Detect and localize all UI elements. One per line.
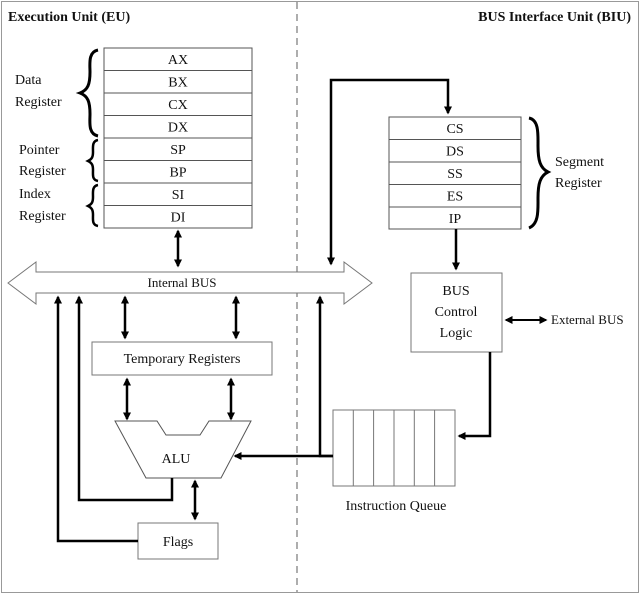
data-register-label-line1: Data: [15, 73, 42, 88]
bus-control-logic-line1: BUS: [442, 284, 469, 299]
register-cs: CS: [446, 122, 463, 137]
register-es: ES: [447, 190, 463, 205]
internal-bus: Internal BUS: [7, 261, 373, 305]
index-register-label-line2: Register: [19, 209, 66, 224]
alu-label: ALU: [162, 452, 191, 467]
internal-bus-arrow: [7, 261, 373, 305]
bus-control-logic-line2: Control: [435, 305, 478, 320]
connectors: [54, 78, 548, 543]
flags-box: [137, 522, 219, 560]
eu-register-stack: AX BX CX DX SP BP SI DI: [103, 47, 253, 229]
register-ax: AX: [168, 53, 188, 68]
bus-segment-arrow: [327, 78, 452, 266]
bcl-queue-arrow: [457, 352, 492, 440]
biu-title: BUS Interface Unit (BIU): [478, 10, 631, 25]
pointer-register-label-line2: Register: [19, 164, 66, 179]
flags-bus-arrow: [54, 295, 138, 543]
register-bx: BX: [168, 76, 187, 91]
segment-register-brace: [528, 116, 552, 230]
internal-bus-label: Internal BUS: [148, 275, 217, 290]
register-sp: SP: [170, 143, 186, 158]
instruction-queue-label: Instruction Queue: [346, 499, 447, 514]
segment-register-stack: CS DS SS ES IP Segment Register: [388, 116, 604, 230]
register-ip: IP: [449, 212, 462, 227]
index-register-label-line1: Index: [19, 187, 51, 202]
eu-title: Execution Unit (EU): [8, 10, 130, 25]
queue-bus-arrow: [316, 295, 333, 458]
alu-output-arrow: [75, 295, 174, 502]
register-ds: DS: [446, 145, 464, 160]
pointer-register-brace: [85, 138, 99, 183]
register-dx: DX: [168, 121, 188, 136]
register-cx: CX: [168, 98, 187, 113]
segment-register-label-line2: Register: [555, 176, 602, 191]
bus-control-logic-box: [410, 272, 503, 353]
index-register-brace: [85, 183, 99, 228]
temporary-registers-label: Temporary Registers: [124, 352, 241, 367]
pointer-register-label-line1: Pointer: [19, 143, 60, 158]
data-register-brace: [75, 48, 99, 138]
eu-group-labels: Data Register Pointer Register Index Reg…: [15, 48, 99, 228]
register-di: DI: [171, 211, 186, 226]
register-si: SI: [172, 188, 185, 203]
external-bus-label: External BUS: [551, 312, 624, 327]
data-register-label-line2: Register: [15, 95, 62, 110]
alu-shape: [114, 420, 252, 479]
segment-register-label-line1: Segment: [555, 155, 604, 170]
temporary-registers-box: [91, 341, 273, 376]
register-ss: SS: [447, 167, 463, 182]
register-bp: BP: [169, 166, 186, 181]
flags-label: Flags: [163, 535, 193, 550]
bus-control-logic-line3: Logic: [440, 326, 473, 341]
instruction-queue: Instruction Queue: [332, 409, 456, 514]
